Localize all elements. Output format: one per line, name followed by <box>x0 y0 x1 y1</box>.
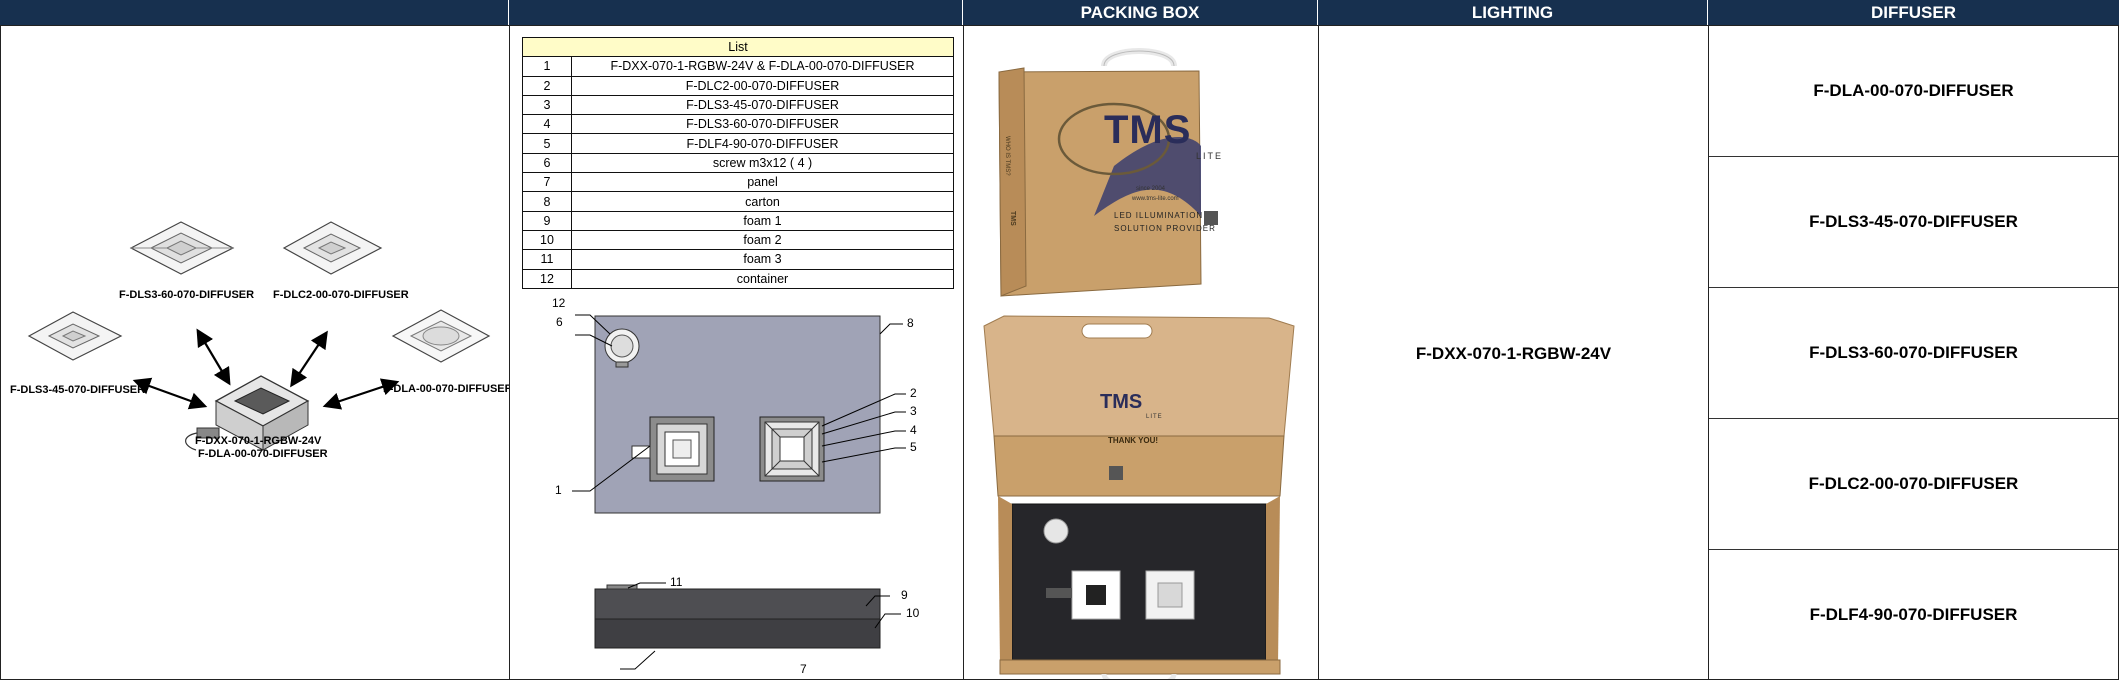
callout-10: 10 <box>906 606 920 620</box>
packing-box-column: TMS LITE since 2004 www.tms-lite.com LED… <box>963 25 1319 680</box>
packing-box-illustration <box>983 48 1295 679</box>
callout-4: 4 <box>910 423 917 437</box>
callout-9: 9 <box>901 588 908 602</box>
callout-3: 3 <box>910 404 917 418</box>
callout-6: 6 <box>556 315 563 329</box>
label-main-line2: F-DLA-00-070-DIFFUSER <box>198 448 328 460</box>
box-slogan-line2: SOLUTION PROVIDER <box>1114 224 1216 233</box>
parts-list-title: List <box>522 36 954 58</box>
header-col2 <box>509 0 963 25</box>
label-dls3-60: F-DLS3-60-070-DIFFUSER <box>119 289 255 301</box>
box-lid-brand: TMS <box>1100 391 1143 413</box>
box-thanks: THANK YOU! <box>1108 436 1159 445</box>
callout-1: 1 <box>555 483 562 497</box>
label-dls3-45: F-DLS3-45-070-DIFFUSER <box>10 384 146 396</box>
box-lid-brand-sub: LITE <box>1146 414 1163 420</box>
lighting-unit-drawing <box>185 375 310 451</box>
header-packing-box: PACKING BOX <box>963 0 1318 25</box>
assembly-column: F-DLS3-60-070-DIFFUSER F-DLC2-00-070-DIF… <box>0 25 513 680</box>
assembly-diagram <box>27 221 491 451</box>
label-main-line1: F-DXX-070-1-RGBW-24V <box>195 435 322 447</box>
box-brand-sub: LITE <box>1196 151 1224 161</box>
diffuser-dls3-45-drawing <box>27 311 123 361</box>
callout-8: 8 <box>907 316 914 330</box>
callout-11: 11 <box>670 575 683 589</box>
diffuser-cell-3: F-DLS3-60-070-DIFFUSER <box>1709 288 2118 419</box>
diffuser-cell-1: F-DLA-00-070-DIFFUSER <box>1709 26 2118 157</box>
header-col1 <box>0 0 509 25</box>
callout-12: 12 <box>552 296 566 310</box>
diffuser-cell-2: F-DLS3-45-070-DIFFUSER <box>1709 157 2118 288</box>
callout-7: 7 <box>800 662 807 676</box>
diffuser-cell-5: F-DLF4-90-070-DIFFUSER <box>1809 604 2018 624</box>
diffuser-cell-4: F-DLC2-00-070-DIFFUSER <box>1709 419 2118 550</box>
box-web: www.tms-lite.com <box>1132 196 1179 202</box>
lighting-column: F-DXX-070-1-RGBW-24V <box>1318 25 1709 680</box>
box-side-brand: TMS <box>1009 211 1016 226</box>
packing-layout-drawing <box>572 314 906 670</box>
label-dla-00: F-DLA-00-070-DIFFUSER <box>383 383 513 395</box>
diffuser-dlc2-00-drawing <box>282 221 383 275</box>
label-dlc2-00: F-DLC2-00-070-DIFFUSER <box>273 289 409 301</box>
lighting-name: F-DXX-070-1-RGBW-24V <box>1415 344 1612 363</box>
box-side-text: WHO IS TMS? <box>1004 136 1010 176</box>
callout-2: 2 <box>910 386 917 400</box>
box-slogan-line1: LED ILLUMINATION <box>1114 211 1204 220</box>
callout-5: 5 <box>910 440 917 454</box>
box-since: since 2004 <box>1136 186 1166 192</box>
header-lighting: LIGHTING <box>1318 0 1708 25</box>
diffuser-dls3-60-drawing <box>129 221 235 275</box>
header-diffuser: DIFFUSER <box>1708 0 2119 25</box>
diffuser-dla-00-drawing <box>391 309 491 363</box>
diffuser-column: F-DLA-00-070-DIFFUSER F-DLS3-45-070-DIFF… <box>1708 25 2119 680</box>
box-brand: TMS <box>1104 108 1192 152</box>
